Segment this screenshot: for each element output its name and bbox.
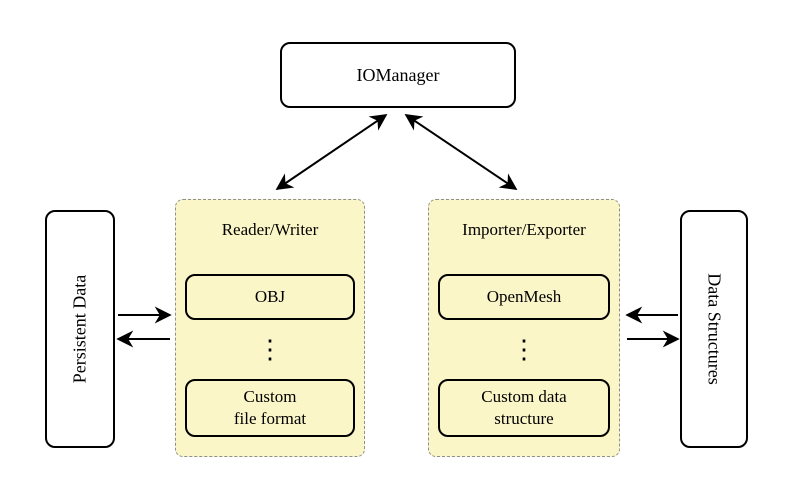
node-custom-file-format: Custom file format xyxy=(185,379,355,437)
node-persistent-data-label: Persistent Data xyxy=(69,274,90,384)
node-iomanager: IOManager xyxy=(280,42,516,108)
node-obj: OBJ xyxy=(185,274,355,320)
node-custom-file-format-label: Custom file format xyxy=(233,386,307,428)
node-openmesh: OpenMesh xyxy=(438,274,610,320)
node-persistent-data: Persistent Data xyxy=(45,210,115,448)
group-reader-writer-title: Reader/Writer xyxy=(221,220,319,239)
vertical-ellipsis-left: ⋮ xyxy=(257,335,283,364)
arrow-iomanager-importerexporter xyxy=(404,114,518,190)
node-custom-data-structure-label: Custom data structure xyxy=(481,386,567,428)
group-importer-exporter: Importer/Exporter OpenMesh ⋮ Custom data… xyxy=(428,199,620,457)
node-custom-data-structure: Custom data structure xyxy=(438,379,610,437)
group-importer-exporter-title: Importer/Exporter xyxy=(462,220,586,239)
node-obj-label: OBJ xyxy=(254,286,286,306)
node-data-structures: Data Structures xyxy=(680,210,748,448)
node-openmesh-label: OpenMesh xyxy=(486,286,562,306)
vertical-ellipsis-right: ⋮ xyxy=(511,335,537,364)
arrow-iomanager-readerwriter xyxy=(275,114,388,190)
group-reader-writer: Reader/Writer OBJ ⋮ Custom file format xyxy=(175,199,365,457)
node-iomanager-label: IOManager xyxy=(356,64,440,85)
node-data-structures-label: Data Structures xyxy=(704,273,725,385)
